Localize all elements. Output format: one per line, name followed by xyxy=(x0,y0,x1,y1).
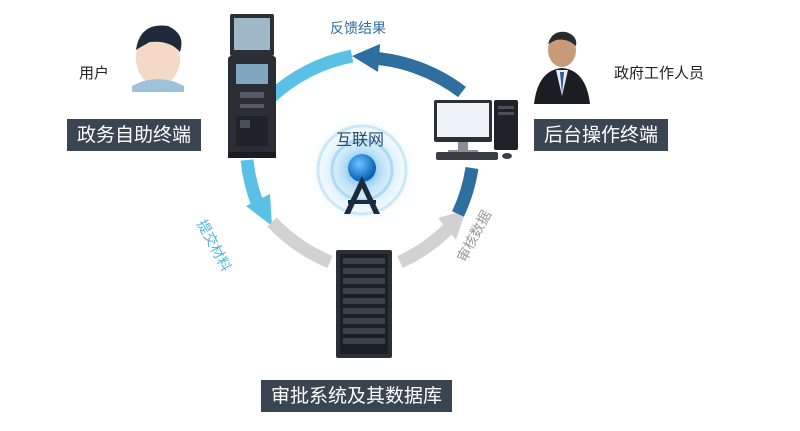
feedback-arrowhead xyxy=(352,44,380,72)
review-arrowhead xyxy=(438,210,466,240)
feedback-label: 反馈结果 xyxy=(330,21,386,37)
backend-tag: 后台操作终端 xyxy=(534,119,669,151)
desktop-computer-icon xyxy=(434,100,518,160)
feedback-arc-light xyxy=(265,49,354,103)
kiosk-tag: 政务自助终端 xyxy=(67,119,202,151)
user-avatar-icon xyxy=(132,25,184,92)
server-rack-icon xyxy=(336,250,392,358)
antenna-tower-icon xyxy=(304,112,420,228)
server-tag: 审批系统及其数据库 xyxy=(261,380,453,412)
review-arc-dark xyxy=(452,166,479,217)
kiosk-icon xyxy=(228,14,276,158)
internet-label: 互联网 xyxy=(336,130,385,149)
submit-arrowhead xyxy=(246,194,272,226)
review-arc xyxy=(397,220,457,268)
official-label: 政府工作人员 xyxy=(614,64,705,82)
feedback-arc xyxy=(371,51,466,98)
user-label: 用户 xyxy=(79,64,110,82)
bottom-left-arc xyxy=(267,217,333,269)
submit-arc xyxy=(240,159,265,208)
official-avatar-icon xyxy=(534,31,590,104)
